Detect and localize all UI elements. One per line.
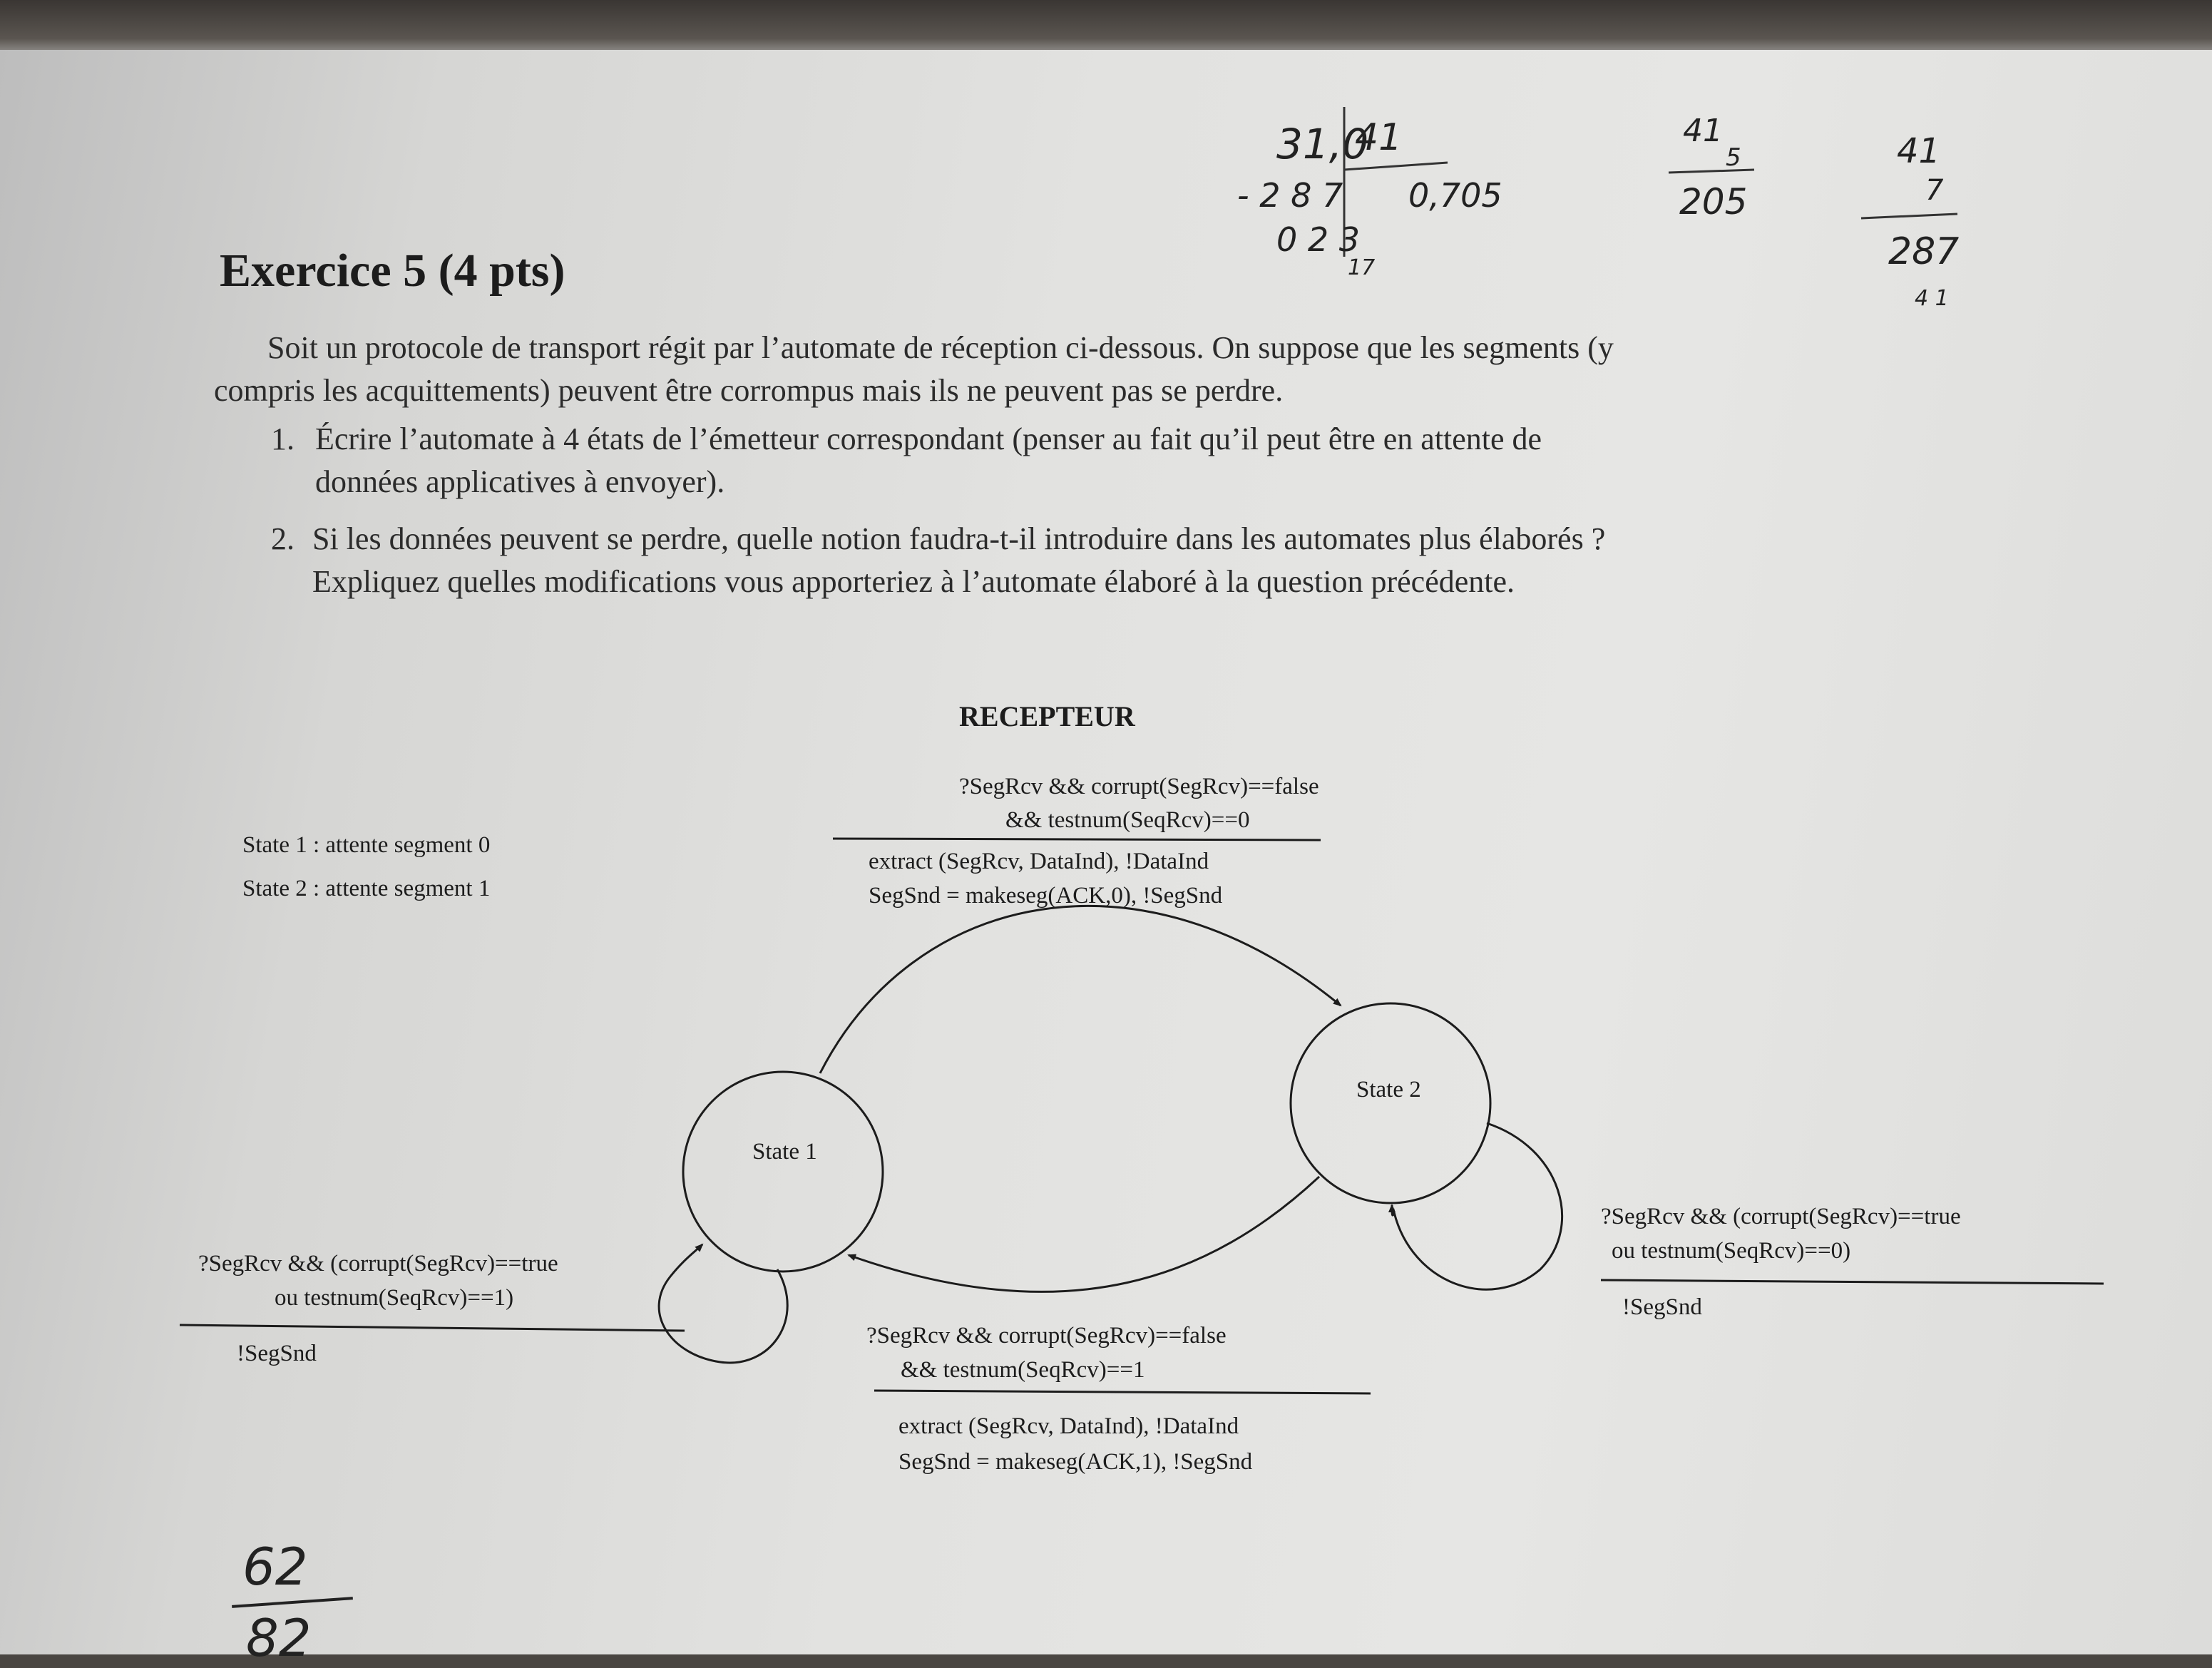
question-text-line: Expliquez quelles modifications vous app… [312,564,1515,599]
score-denominator: 82 [246,1608,312,1668]
handwritten-remainder: 0 2 3 [1276,220,1360,259]
s2-to-s1-condition-line: ?SegRcv && corrupt(SegRcv)==false [866,1323,1227,1349]
handwritten-mult2-operand: 41 [1897,131,1940,171]
handwritten-mult1-result: 205 [1679,181,1747,222]
handwritten-mult2-result: 287 [1888,230,1959,273]
question-number: 1. [271,421,295,456]
transition-arrow-s2-to-s1 [847,1175,1321,1293]
handwritten-dividend: 31,0 [1276,120,1368,168]
s2-loop-action: !SegSnd [1622,1294,1702,1320]
s1-to-s2-action-line: SegSnd = makeseg(ACK,0), !SegSnd [869,883,1223,909]
handwritten-mult2-multiplier: 7 [1925,174,1944,207]
s1-loop-condition-line: ou testnum(SeqRcv)==1) [275,1285,513,1311]
s2-to-s1-condition-line: && testnum(SeqRcv)==1 [901,1357,1145,1383]
self-loop-arrow-s1 [657,1243,789,1364]
handwritten-mult2-carry: 4 1 [1915,286,1949,311]
handwritten-subtrahend: - 2 8 7 [1237,176,1343,215]
handwritten-division-rule [1343,161,1448,171]
score-numerator: 62 [242,1537,308,1597]
exercise-title: Exercice 5 (4 pts) [220,245,565,297]
question-text-line: Écrire l’automate à 4 états de l’émetteu… [315,421,1542,456]
legend-state2: State 2 : attente segment 1 [242,876,490,901]
s1-to-s2-condition-line: && testnum(SeqRcv)==0 [1005,807,1249,833]
handwritten-mult1-operand: 41 [1683,113,1723,149]
s1-loop-separator [179,1324,685,1332]
legend-state1: State 1 : attente segment 0 [242,832,490,858]
question-number: 2. [271,521,295,556]
s2-loop-condition-line: ou testnum(SeqRcv)==0) [1612,1238,1850,1264]
question-text-line: données applicatives à envoyer). [315,464,725,499]
s2-loop-separator [1600,1279,2104,1285]
state2-label: State 2 [1356,1077,1421,1102]
s2-to-s1-action-line: extract (SegRcv, DataInd), !DataInd [898,1413,1239,1439]
state1-label: State 1 [752,1139,817,1165]
transition-arrow-s1-to-s2 [819,905,1342,1074]
handwritten-note: 17 [1348,255,1375,280]
diagram-title: RECEPTEUR [959,700,1136,732]
intro-text-line: compris les acquittements) peuvent être … [214,373,1284,408]
question-text-line: Si les données peuvent se perdre, quelle… [312,521,1606,556]
s2-loop-condition-line: ?SegRcv && (corrupt(SegRcv)==true [1601,1204,1961,1229]
s1-loop-condition-line: ?SegRcv && (corrupt(SegRcv)==true [198,1251,558,1276]
handwritten-mult1-rule [1668,168,1755,174]
handwritten-mult2-rule [1860,213,1958,220]
s1-to-s2-condition-line: ?SegRcv && corrupt(SegRcv)==false [959,774,1319,799]
s2-to-s1-separator [874,1389,1371,1395]
s2-to-s1-action-line: SegSnd = makeseg(ACK,1), !SegSnd [898,1449,1253,1475]
s1-loop-action: !SegSnd [237,1341,317,1366]
state2-circle [1289,1002,1492,1204]
handwritten-quotient: 0,705 [1408,176,1502,215]
intro-text-line: Soit un protocole de transport régit par… [267,330,1614,365]
self-loop-arrow-s2 [1388,1122,1564,1291]
handwritten-mult1-multiplier: 5 [1726,143,1741,172]
s1-to-s2-action-line: extract (SegRcv, DataInd), !DataInd [869,849,1209,874]
s1-to-s2-separator [832,837,1321,841]
handwritten-divisor: 41 [1355,116,1402,159]
state1-circle [682,1070,884,1273]
exam-sheet [0,50,2212,1654]
